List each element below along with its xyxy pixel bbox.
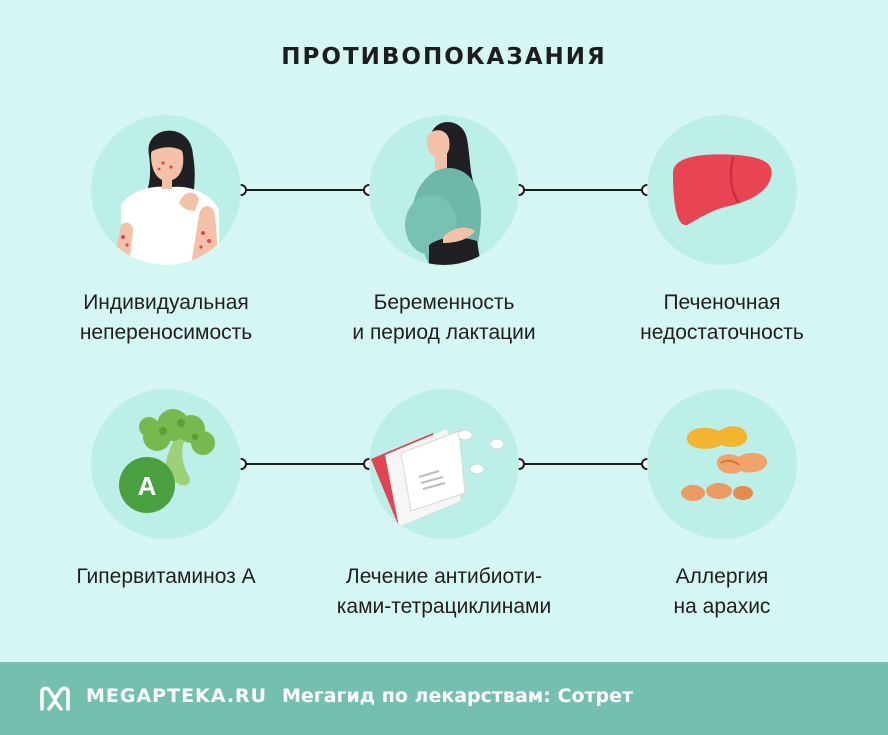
pill-box-icon: [369, 389, 519, 539]
page-title: ПРОТИВОПОКАЗАНИЯ: [281, 44, 607, 70]
vitamin-a-badge: A: [137, 471, 157, 501]
megapteka-logo-icon: [40, 686, 70, 711]
woman-allergy-icon: [91, 115, 241, 265]
label-tetracycline-treatment: Лечение антибиоти- ками-тетрациклинами: [336, 565, 552, 618]
label-hypervitaminosis-a: Гипервитаминоз А: [76, 565, 256, 588]
label-individual-intolerance: Индивидуальная непереносимость: [79, 291, 253, 344]
label-pregnancy-lactation: Беременность и период лактации: [352, 291, 536, 344]
footer-bar: MEGAPTEKA.RU Мегагид по лекарствам: Сотр…: [0, 662, 888, 735]
peanut-icon: [647, 389, 797, 539]
label-liver-failure: Печеночная недостаточность: [640, 291, 804, 344]
pregnant-woman-icon: [369, 115, 519, 265]
liver-icon: [647, 115, 797, 265]
label-peanut-allergy: Аллергия на арахис: [673, 565, 771, 618]
footer-tagline: Мегагид по лекарствам: Сотрет: [282, 685, 634, 707]
brand-name[interactable]: MEGAPTEKA.RU: [86, 685, 268, 707]
broccoli-vitamin-a-icon: A: [91, 389, 241, 539]
